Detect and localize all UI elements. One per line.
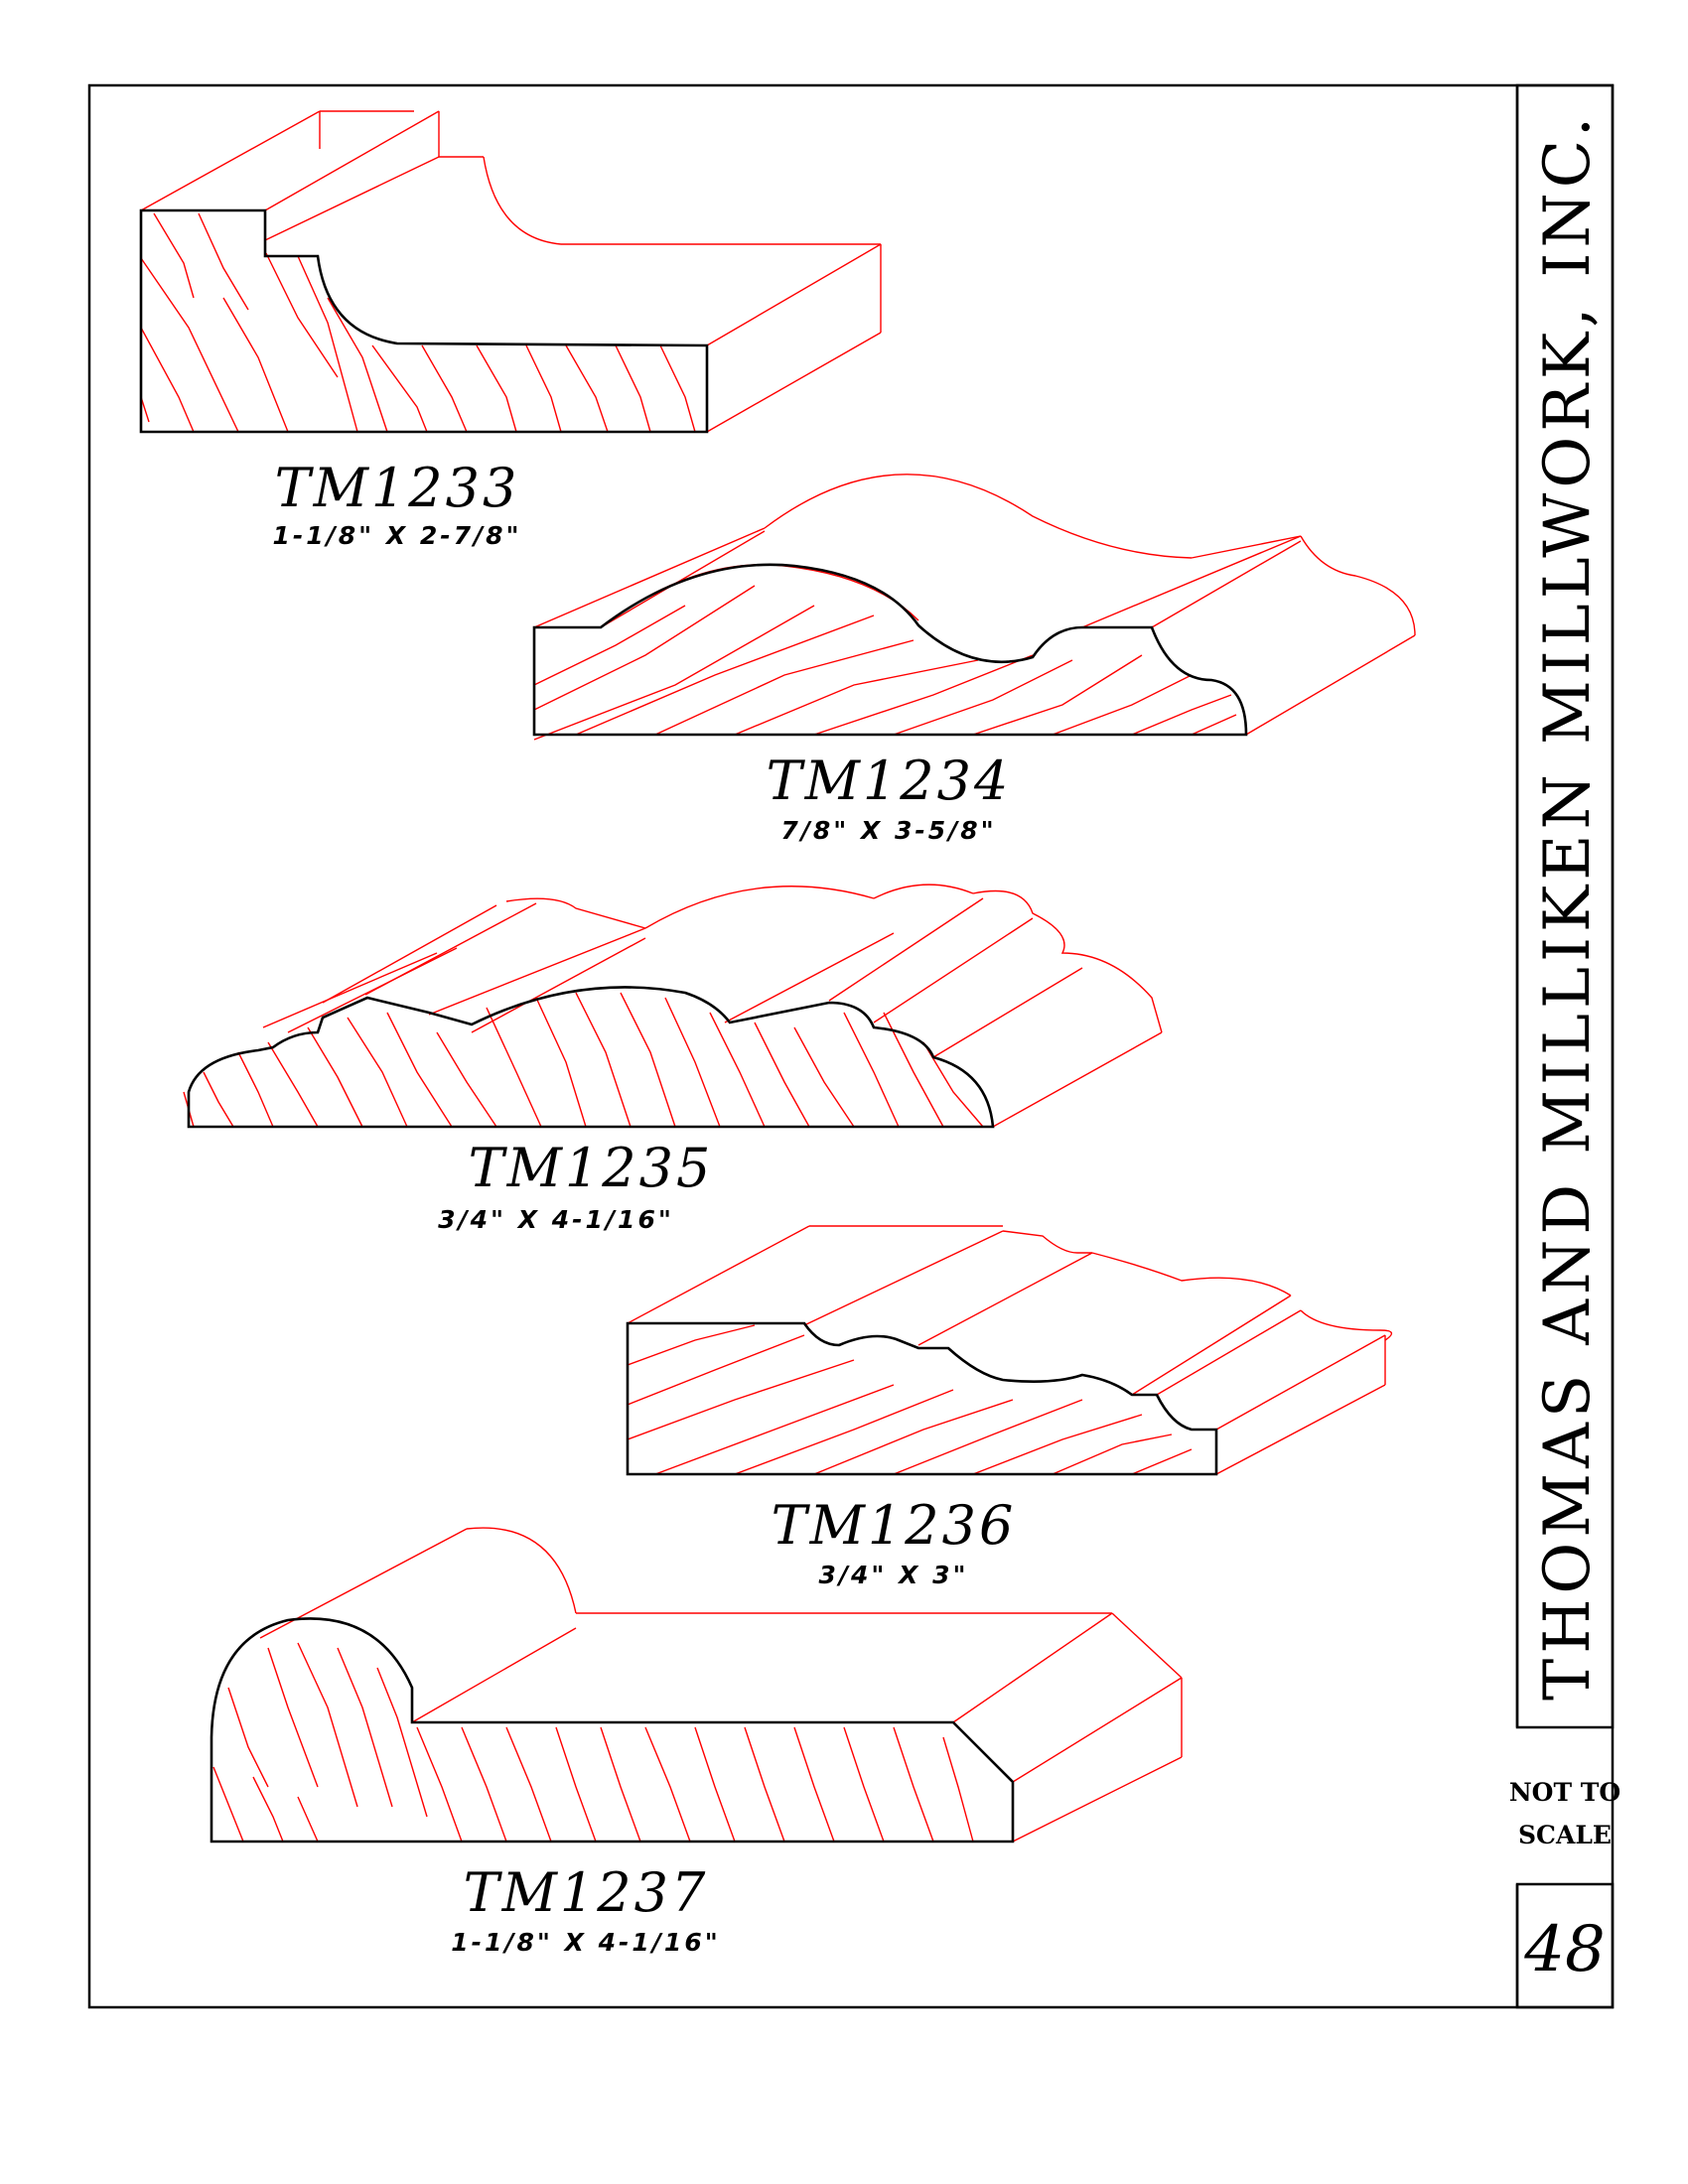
- profile-tm1233-iso-lines: [140, 110, 882, 433]
- profile-tm1236-name: TM1236: [772, 1494, 1017, 1557]
- scale-note-line-2: SCALE: [1518, 1821, 1612, 1849]
- profile-tm1233: TM1233 1-1/8" X 2-7/8": [139, 110, 882, 550]
- company-name-box: [1515, 83, 1615, 1729]
- profile-tm1233-name: TM1233: [275, 457, 520, 519]
- profile-tm1237-iso-lines: [259, 1527, 1183, 1843]
- page-number: 48: [1523, 1913, 1605, 1986]
- profile-tm1234: TM1234 7/8" X 3-5/8": [532, 474, 1416, 845]
- scale-note-line-1: NOT TO: [1509, 1778, 1620, 1807]
- profile-tm1235-iso-lines: [262, 884, 1163, 1128]
- profile-tm1236: TM1236 3/4" X 3": [626, 1225, 1393, 1589]
- profile-tm1237-name: TM1237: [464, 1861, 709, 1924]
- profile-tm1237-grain: [212, 1642, 974, 1843]
- company-name: THOMAS AND MILLIKEN MILLWORK, INC.: [1531, 112, 1605, 1701]
- profile-tm1235-size: 3/4" X 4-1/16": [438, 1205, 674, 1234]
- profile-tm1236-section: [626, 1321, 1218, 1476]
- profile-tm1237-section: [210, 1617, 1015, 1843]
- profile-tm1233-size: 1-1/8" X 2-7/8": [272, 521, 521, 550]
- profile-tm1236-size: 3/4" X 3": [818, 1561, 968, 1589]
- profile-tm1237: TM1237 1-1/8" X 4-1/16": [210, 1527, 1183, 1957]
- profile-tm1236-iso-lines: [627, 1225, 1393, 1475]
- profile-tm1234-size: 7/8" X 3-5/8": [780, 816, 996, 845]
- profile-tm1235-section: [187, 986, 995, 1129]
- profile-tm1233-grain: [140, 212, 696, 433]
- profile-tm1235: TM1235 3/4" X 4-1/16": [183, 884, 1163, 1234]
- profile-tm1235-name: TM1235: [469, 1137, 714, 1199]
- profile-tm1236-grain: [627, 1324, 1193, 1475]
- profile-tm1237-size: 1-1/8" X 4-1/16": [451, 1928, 721, 1957]
- sheet-border: [87, 83, 1615, 2009]
- profile-tm1234-grain: [533, 585, 1237, 741]
- profile-tm1234-section: [532, 563, 1248, 737]
- profile-tm1235-grain: [183, 992, 984, 1128]
- profile-tm1234-name: TM1234: [767, 750, 1012, 812]
- profile-tm1233-section: [139, 208, 709, 434]
